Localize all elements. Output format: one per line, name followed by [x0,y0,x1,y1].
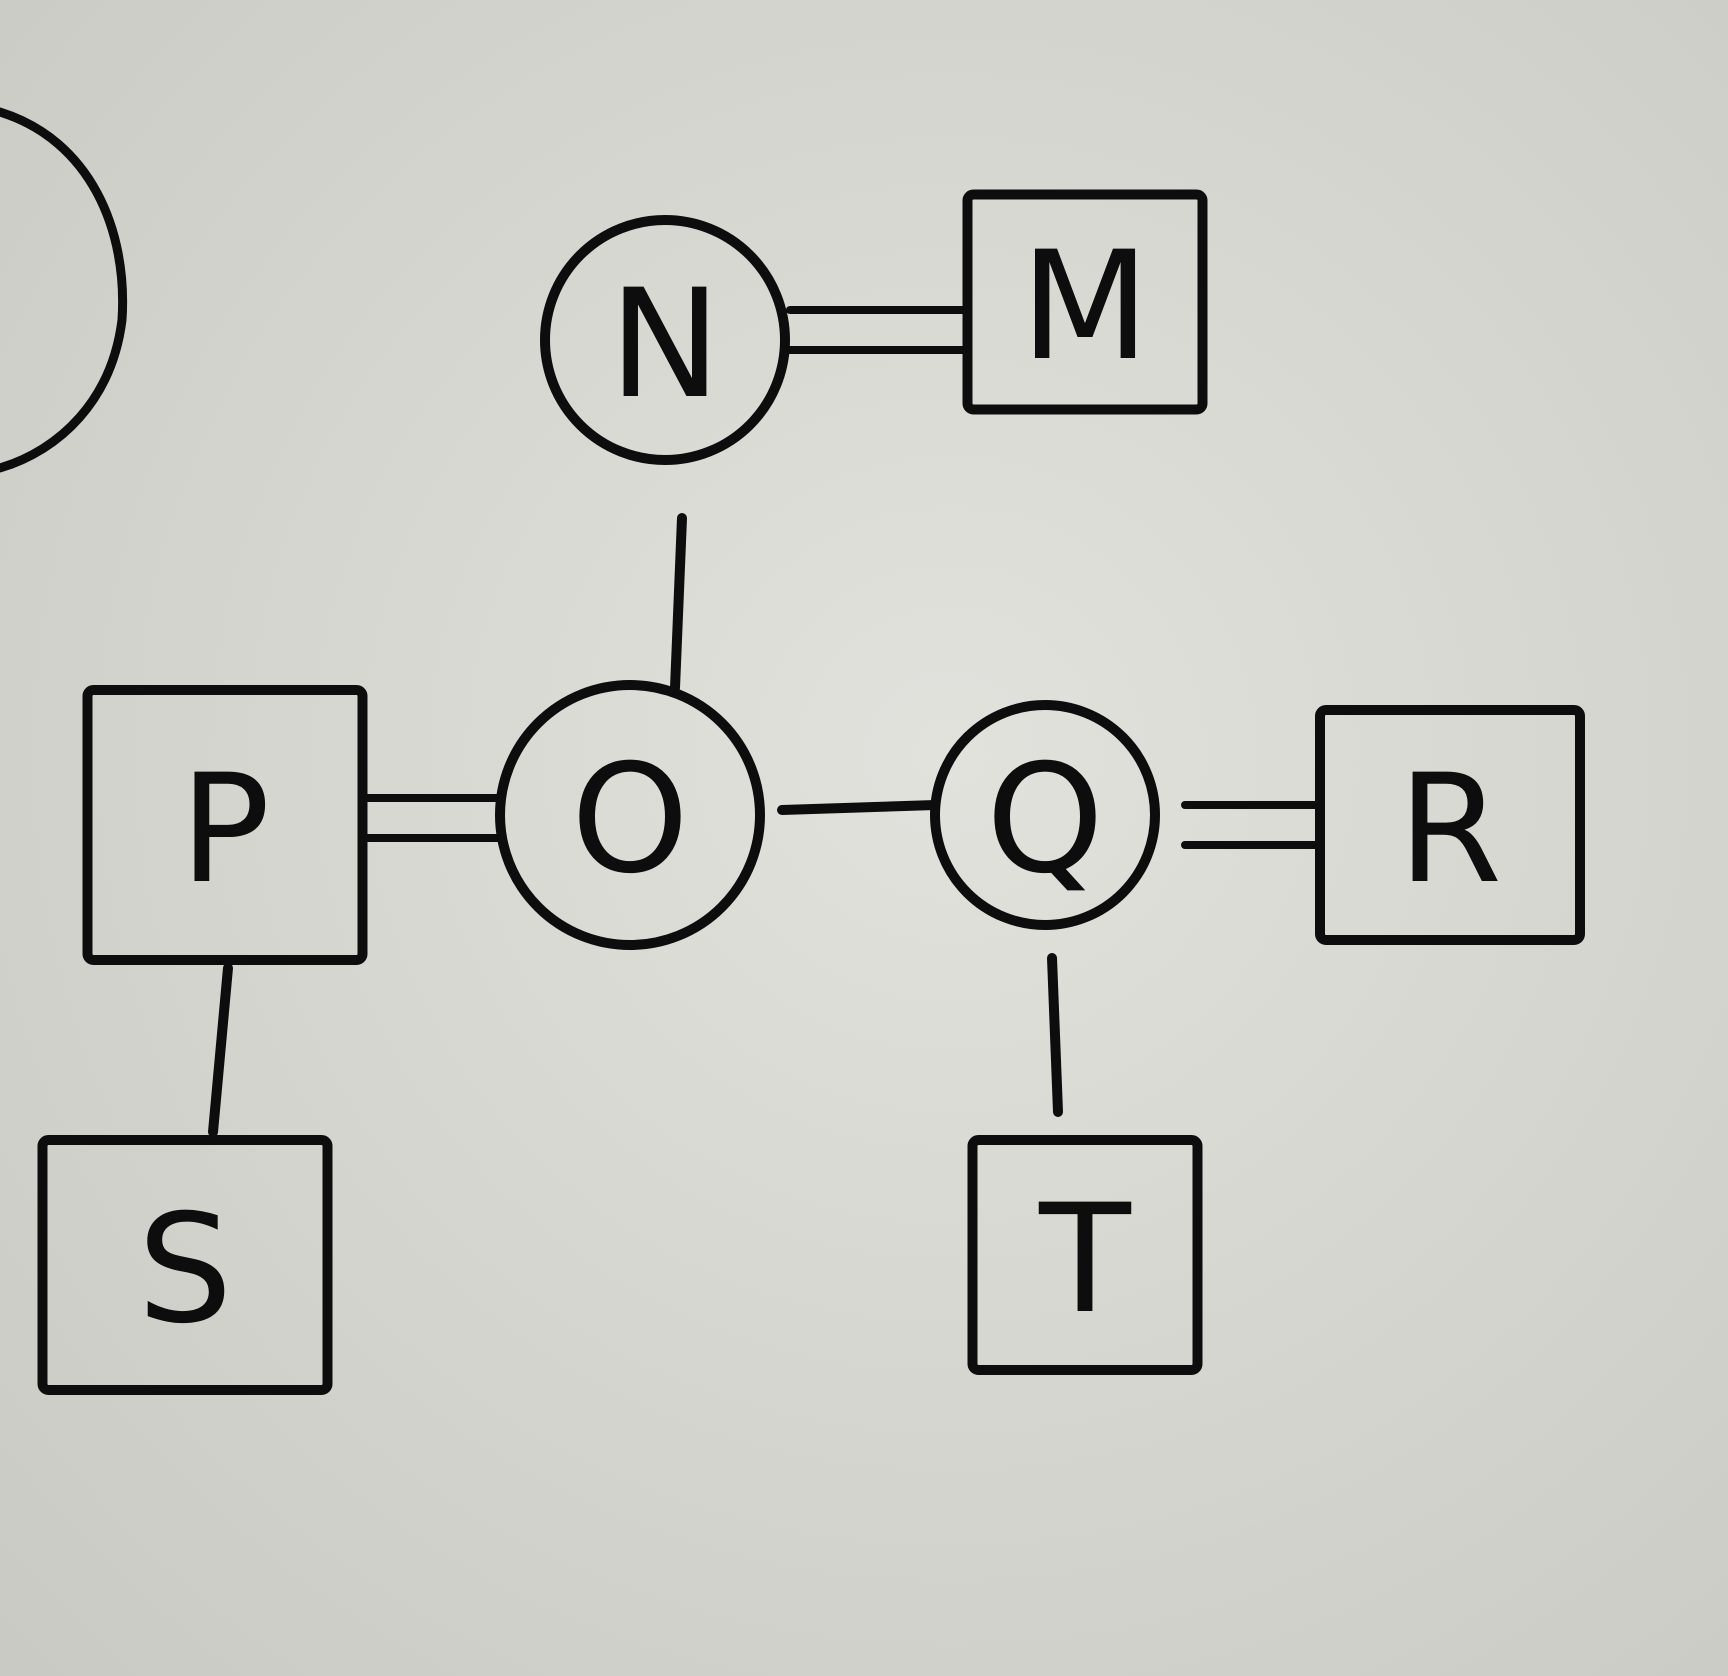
node-r: R [1315,705,1585,945]
square-shape [1315,705,1585,945]
edges-layer [208,306,1322,1137]
node-o: O [495,680,765,950]
circle-shape [930,700,1160,930]
edge-p-o [359,794,504,842]
nodes-layer: N M O P Q R S T [37,189,1585,1395]
edge-stroke [1047,953,1063,1117]
circle-shape [495,680,765,950]
square-shape [37,1135,333,1395]
edge-q-t [1047,953,1063,1117]
square-shape [962,189,1208,415]
edge-q-r [1181,801,1322,849]
partial-circle-shape [0,107,128,473]
node-p: P [82,685,368,965]
edge-stroke [777,800,940,815]
node-m: M [962,189,1208,415]
edge-o-q [777,800,940,815]
edge-n-o [670,513,687,693]
node-label: O [571,733,689,907]
circle-shape [540,215,790,465]
node-label: P [180,743,270,917]
node-label: N [609,258,721,432]
node-t: T [967,1135,1203,1375]
square-shape [82,685,368,965]
node-label: T [1038,1173,1132,1347]
edge-stroke [208,963,233,1137]
node-label: M [1020,220,1149,394]
node-label: S [137,1183,232,1357]
node-n: N [540,215,790,465]
edge-stroke [670,513,687,693]
edge-n-m [786,306,972,354]
square-shape [967,1135,1203,1375]
node-q: Q [930,700,1160,930]
edge-p-s [208,963,233,1137]
node-s: S [37,1135,333,1395]
node-label: R [1398,743,1502,917]
node-label: Q [986,733,1104,907]
